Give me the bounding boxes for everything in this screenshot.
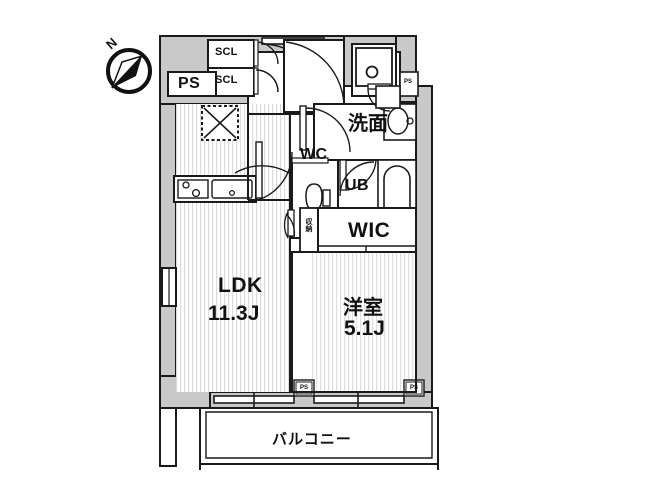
compass-rose: N — [96, 35, 158, 98]
label-bedroom-area: 5.1J — [344, 317, 385, 340]
label-ldk-area: 11.3J — [208, 302, 260, 325]
label-washroom: 洗面 — [348, 113, 388, 135]
label-wc: WC — [300, 146, 328, 163]
corridor-walls — [247, 112, 291, 392]
ldk-window-west — [161, 267, 177, 307]
wic-area — [317, 207, 417, 253]
label-ps-left: PS — [178, 75, 201, 92]
alcove-meter-box — [351, 43, 401, 112]
entrance-area — [247, 37, 345, 115]
label-ps-bottom-center: PS — [300, 385, 309, 391]
balcony-area — [199, 407, 439, 470]
label-ps-bottom-right: PS — [410, 385, 419, 391]
shoe-closets — [207, 39, 279, 97]
label-bedroom-name: 洋室 — [343, 297, 383, 319]
washroom-area — [299, 103, 417, 161]
label-scl-lower: SCL — [215, 74, 238, 86]
balcony-sliding-doors — [213, 392, 405, 408]
lower-left-outline — [159, 408, 177, 467]
label-ps-right-top: PS — [404, 79, 413, 85]
label-ldk-name: LDK — [218, 274, 263, 297]
label-ub: UB — [345, 177, 369, 194]
label-balcony: バルコニー — [272, 431, 352, 448]
ldk-door — [234, 141, 293, 201]
kitchen-counter — [173, 175, 257, 203]
compass-rose-icon: N — [103, 35, 152, 94]
washer-space — [201, 105, 239, 141]
label-scl-upper: SCL — [215, 46, 238, 58]
label-wic: WIC — [348, 219, 391, 242]
compass-north-letter: N — [103, 36, 120, 52]
label-storage: 収納 — [305, 218, 312, 232]
bedroom-outline — [291, 251, 417, 393]
pipe-shafts — [167, 71, 425, 397]
